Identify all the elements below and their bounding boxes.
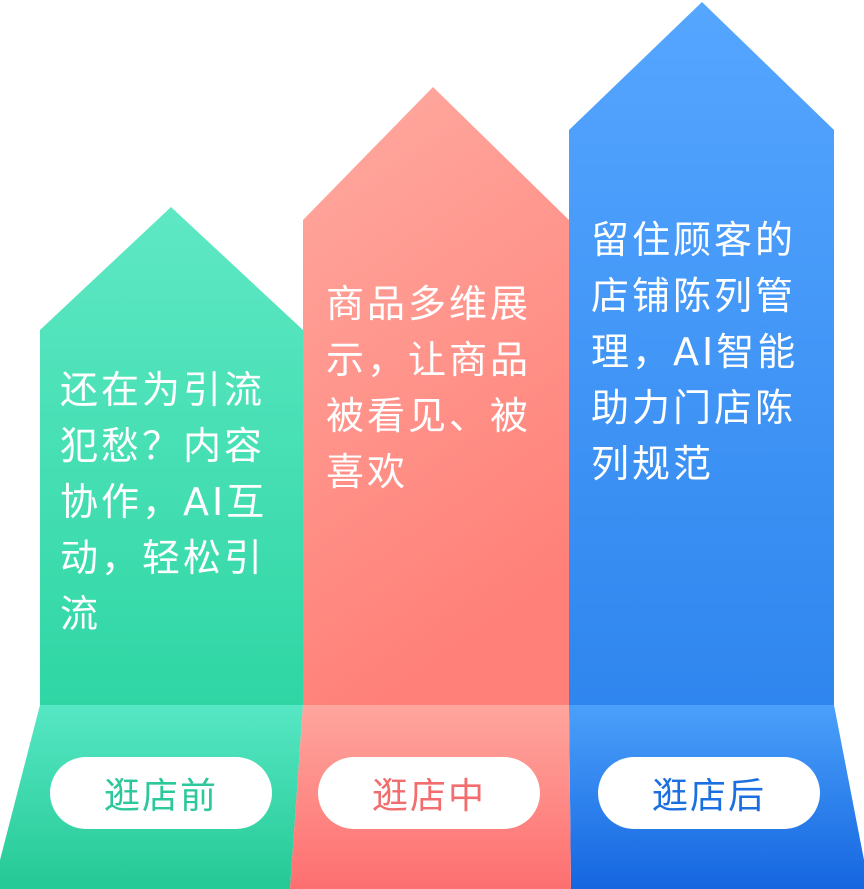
stage-during-description: 商品多维展示，让商品被看见、被喜欢 (326, 282, 532, 494)
stage-before-button[interactable]: 逛店前 (50, 757, 272, 829)
arrow-during (303, 87, 569, 705)
stage-after-button[interactable]: 逛店后 (598, 757, 820, 829)
stage-before-description: 还在为引流犯愁？内容协作，AI互动，轻松引流 (60, 368, 268, 636)
stage-after-description: 留住顾客的店铺陈列管理，AI智能助力门店陈列规范 (591, 218, 799, 486)
stage-during-button[interactable]: 逛店中 (318, 757, 540, 829)
arrow-after (569, 2, 834, 705)
arrow-before (40, 207, 303, 705)
